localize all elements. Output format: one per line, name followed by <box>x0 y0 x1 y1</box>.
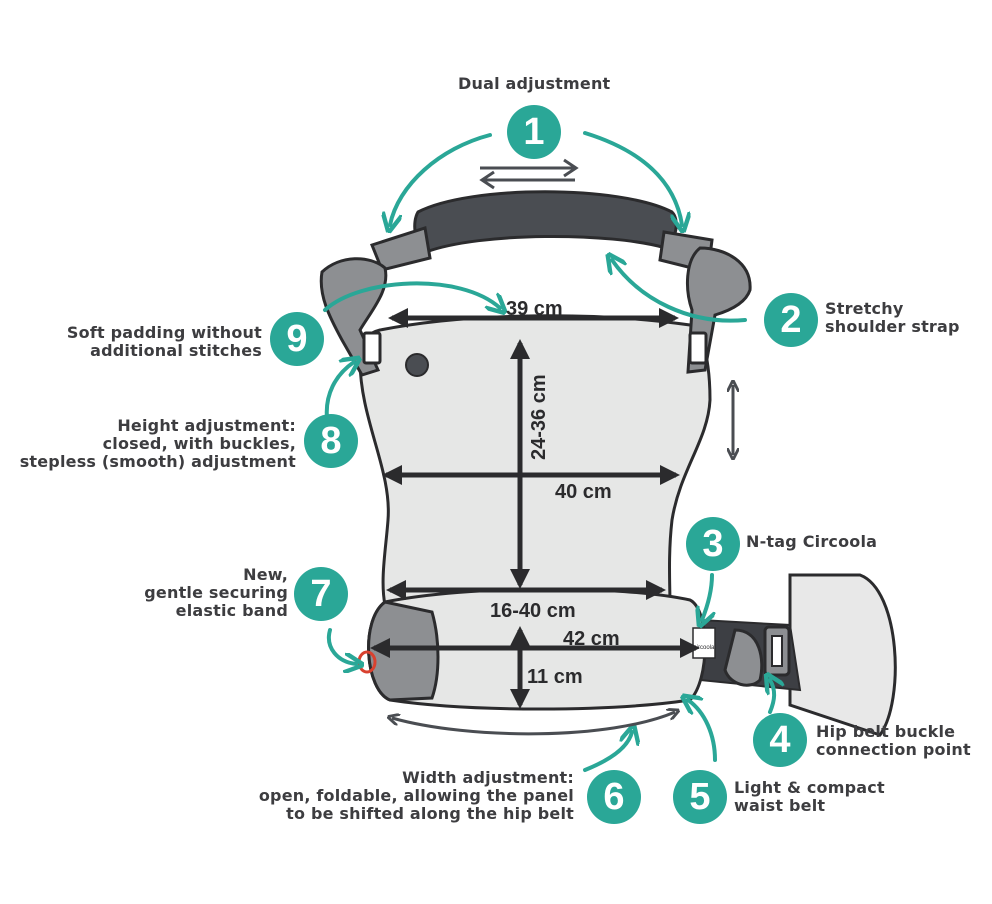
arrow-9 <box>323 281 500 310</box>
feature-3-badge: 3 <box>686 517 740 571</box>
feature-9-label: Soft padding without additional stitches <box>66 323 262 360</box>
double-arrow-head-right <box>563 158 579 178</box>
feature-6-badge: 6 <box>587 770 641 824</box>
arrow-2 <box>612 260 747 323</box>
feature-1-badge: 1 <box>507 105 561 159</box>
feature-7-badge: 7 <box>294 567 348 621</box>
feature-3-label: N-tag Circoola <box>746 532 878 551</box>
arrow-1-left <box>390 133 492 225</box>
strap-left-webbing <box>370 226 432 272</box>
arrow-8 <box>324 362 354 420</box>
double-arrow-icon <box>480 166 575 182</box>
feature-5-label: Light & compact waist belt <box>734 778 885 815</box>
arrow-4 <box>770 680 774 714</box>
arrow-7 <box>326 628 356 664</box>
feature-1-label: Dual adjustment <box>458 74 611 93</box>
measure-top-width-text: 39 cm <box>506 298 563 320</box>
arrow-3 <box>702 573 712 620</box>
arrow-1-right <box>583 131 682 225</box>
n-tag: circoola <box>692 627 716 659</box>
feature-5-badge: 5 <box>673 770 727 824</box>
measure-panel-height-text: 24-36 cm <box>528 374 550 460</box>
hip-belt-end-padding <box>367 600 440 702</box>
arrow-6 <box>583 732 632 772</box>
buckle-icon <box>362 331 708 365</box>
arrow-5 <box>688 700 717 762</box>
feature-4-badge: 4 <box>753 713 807 767</box>
width-adjust-arrow <box>392 712 675 736</box>
wearer-waist <box>788 573 897 737</box>
feature-9-badge: 9 <box>270 312 324 366</box>
hip-belt-buckle <box>723 625 791 687</box>
feature-2-badge: 2 <box>764 293 818 347</box>
measure-base-width-text: 16-40 cm <box>490 600 576 622</box>
feature-2-label: Stretchy shoulder strap <box>825 299 960 336</box>
double-arrow-head-left <box>479 170 495 190</box>
n-tag-text: circoola <box>694 645 715 651</box>
shoulder-strap-padding <box>413 190 678 254</box>
measure-belt-height-text: 11 cm <box>527 666 583 688</box>
measure-panel-width-text: 40 cm <box>555 481 612 503</box>
measure-belt-length-text: 42 cm <box>563 628 620 650</box>
feature-6-label: Width adjustment: open, foldable, allowi… <box>258 768 574 823</box>
feature-8-badge: 8 <box>304 414 358 468</box>
feature-7-label: New, gentle securing elastic band <box>144 565 288 620</box>
feature-8-label: Height adjustment: closed, with buckles,… <box>19 416 296 471</box>
feature-4-label: Hip belt buckle connection point <box>816 722 971 759</box>
panel-snap-button <box>405 353 429 377</box>
